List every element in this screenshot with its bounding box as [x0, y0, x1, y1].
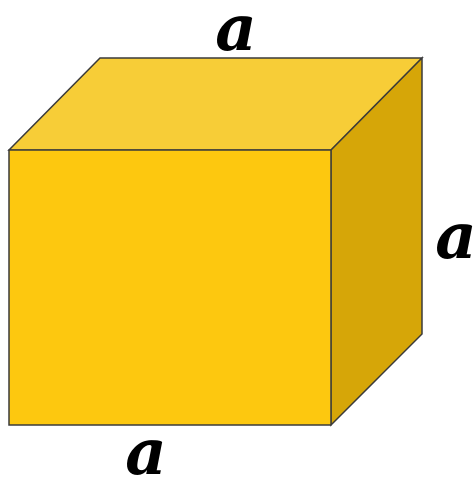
label-bottom-edge: a: [125, 415, 166, 481]
label-top-edge: a: [215, 0, 256, 66]
cube-front-face: [8, 149, 332, 426]
label-right-edge: a: [435, 199, 474, 274]
